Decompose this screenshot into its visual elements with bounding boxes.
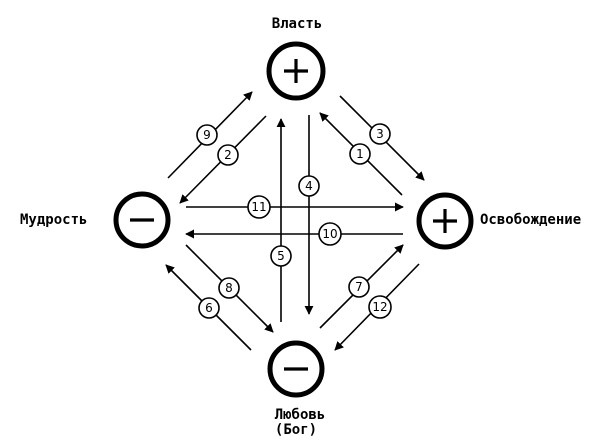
node-top [266,41,326,101]
plus-icon [433,209,457,233]
arrow-6: 6 [165,264,252,351]
arrow-1: 1 [319,112,403,196]
arrow-label-1: 1 [356,147,364,161]
arrow-12: 12 [334,263,420,351]
arrow-11: 11 [186,195,404,219]
arrow-label-8: 8 [225,281,233,295]
node-right [416,192,474,250]
arrow-label-2: 2 [224,148,232,162]
arrow-label-10: 10 [322,227,337,241]
arrow-5: 5 [270,118,292,322]
arrow-label-3: 3 [376,127,384,141]
node-label-left: Мудрость [20,212,87,228]
node-label-top: Власть [272,16,323,32]
node-left [113,191,171,249]
arrow-9: 9 [167,91,253,179]
arrow-label-4: 4 [305,179,313,193]
node-label-right: Освобождение [480,212,581,228]
arrow-2: 2 [179,115,267,204]
arrow-8: 8 [185,244,274,333]
arrow-label-11: 11 [251,200,266,214]
node-bottom [267,340,325,398]
arrow-7: 7 [319,244,404,329]
plus-icon [284,59,308,83]
arrow-label-12: 12 [372,300,387,314]
arrow-10: 10 [185,222,403,246]
arrow-3: 3 [339,95,425,181]
node-label-bottom-line1: Любовь [275,407,326,423]
arrow-label-7: 7 [355,280,363,294]
arrow-4: 4 [298,115,320,315]
arrow-label-6: 6 [205,301,213,315]
arrow-label-9: 9 [203,128,211,142]
arrow-label-5: 5 [277,249,285,263]
node-label-bottom-line2: (Бог) [275,422,317,438]
